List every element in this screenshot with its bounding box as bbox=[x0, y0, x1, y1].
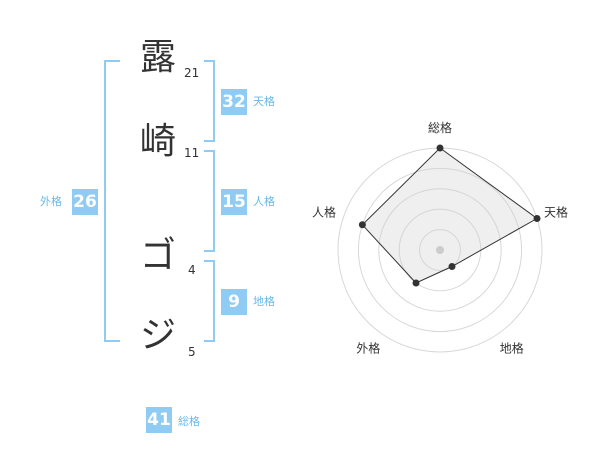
radar-point-2 bbox=[448, 263, 456, 271]
radar-axis-label-4: 人格 bbox=[312, 204, 336, 219]
gaikaku-badge: 26 bbox=[72, 189, 98, 215]
radar-axis-label-2: 地格 bbox=[500, 341, 524, 356]
radar-area bbox=[361, 147, 538, 284]
jinkaku-label: 人格 bbox=[253, 195, 275, 208]
radar-point-4 bbox=[358, 221, 366, 229]
stroke-count-1: 21 bbox=[184, 66, 200, 80]
tenkaku-label: 天格 bbox=[253, 95, 275, 108]
name-char-3: ゴ bbox=[139, 235, 176, 276]
name-char-4: ジ bbox=[139, 315, 176, 356]
radar-axis-label-0: 総格 bbox=[428, 120, 452, 135]
radar-point-0 bbox=[436, 144, 444, 152]
radar-ring-3 bbox=[378, 188, 502, 312]
gaikaku-label: 外格 bbox=[40, 195, 62, 208]
radar-axis-label-3: 外格 bbox=[356, 341, 380, 356]
radar-axis-label-1: 天格 bbox=[544, 204, 568, 219]
jinkaku-badge: 15 bbox=[221, 189, 247, 215]
chikaku-label: 地格 bbox=[253, 295, 275, 308]
name-char-2: 崎 bbox=[139, 121, 176, 162]
radar-point-3 bbox=[412, 279, 420, 287]
soukaku-label: 総格 bbox=[178, 415, 200, 428]
radar-ring-4 bbox=[357, 167, 523, 333]
outer-bracket bbox=[104, 60, 120, 342]
jinkaku-bracket bbox=[204, 150, 215, 252]
tenkaku-bracket bbox=[204, 60, 215, 142]
tenkaku-badge: 32 bbox=[221, 89, 247, 115]
stroke-count-4: 5 bbox=[188, 345, 196, 359]
radar-point-1 bbox=[533, 214, 541, 222]
stroke-count-3: 4 bbox=[188, 263, 196, 277]
chikaku-bracket bbox=[204, 260, 215, 342]
stroke-count-2: 11 bbox=[184, 146, 200, 160]
chikaku-badge: 9 bbox=[221, 289, 247, 315]
name-char-1: 露 bbox=[139, 37, 176, 78]
radar-center-dot bbox=[436, 246, 444, 254]
radar-ring-1 bbox=[419, 229, 461, 271]
soukaku-badge: 41 bbox=[146, 407, 172, 433]
